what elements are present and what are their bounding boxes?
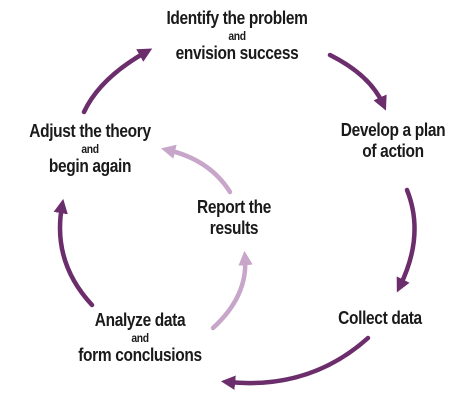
arrow-report-to-adjust: [160, 144, 233, 195]
step-report-results: Report the results: [184, 197, 284, 239]
step-develop-line1: Develop a plan: [340, 120, 446, 140]
step-analyze-data: Analyze data and form conclusions: [67, 310, 213, 366]
step-identify-problem: Identify the problem and envision succes…: [151, 8, 323, 64]
step-adjust-line2: begin again: [48, 156, 132, 176]
arrow-adjust-to-identify: [81, 48, 153, 115]
step-develop-plan: Develop a plan of action: [329, 120, 458, 162]
arrow-develop-to-collect: [396, 187, 417, 293]
step-collect-line1: Collect data: [338, 308, 422, 328]
step-adjust-theory: Adjust the theory and begin again: [17, 121, 163, 177]
step-collect-data: Collect data: [324, 308, 436, 329]
step-identify-connector: and: [228, 29, 246, 43]
step-analyze-connector: and: [131, 331, 149, 345]
arrow-analyze-to-report: [210, 250, 253, 331]
step-develop-line2: of action: [362, 141, 424, 161]
arrow-identify-to-develop: [327, 52, 387, 111]
step-adjust-line1: Adjust the theory: [29, 121, 151, 141]
step-adjust-connector: and: [81, 142, 99, 156]
step-analyze-line2: form conclusions: [78, 345, 202, 365]
step-analyze-line1: Analyze data: [94, 310, 186, 330]
arrow-collect-to-analyze: [220, 335, 371, 390]
step-identify-line1: Identify the problem: [166, 8, 308, 28]
step-report-line2: results: [209, 218, 259, 238]
step-identify-line2: envision success: [175, 43, 299, 63]
step-report-line1: Report the: [197, 197, 271, 217]
arrow-analyze-to-adjust: [53, 198, 95, 308]
